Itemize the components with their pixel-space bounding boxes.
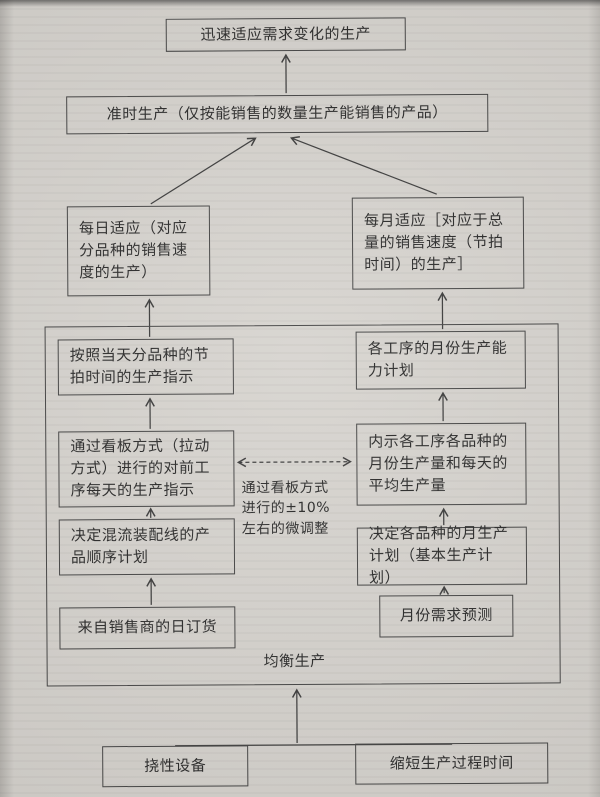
arrow-daily-to-jit	[150, 137, 257, 205]
box-sequence-plan: 决定混流装配线的产品顺序计划	[58, 518, 236, 576]
line-foundation-connector	[175, 743, 453, 747]
box-monthly-adaptation: 每月适应［对应于总量的销售速度（节拍时间）的生产］	[351, 196, 525, 290]
arrow-monthly-to-jit	[290, 136, 437, 195]
box-takt-instruction: 按照当天分品种的节拍时间的生产指示	[57, 338, 234, 396]
box-monthly-plan: 决定各品种的月生产计划（基本生产计划）	[356, 524, 528, 586]
label-leveled-production: 均衡生产	[263, 651, 326, 671]
note-kanban-adjustment: 通过看板方式进行的±10%左右的微调整	[241, 479, 331, 537]
box-demand-forecast: 月份需求预测	[379, 594, 514, 638]
box-capacity-plan: 各工序的月份生产能力计划	[355, 330, 526, 390]
box-kanban-instruction: 通过看板方式（拉动方式）进行的对前工序每天的生产指示	[58, 430, 235, 508]
box-daily-adaptation: 每日适应（对应分品种的销售速度的生产）	[66, 205, 211, 297]
box-shorten-lead-time: 缩短生产过程时间	[355, 742, 549, 785]
box-monthly-volume: 内示各工序各品种的月份生产量和每天的平均生产量	[356, 422, 527, 506]
box-rapid-adaptation: 迅速适应需求变化的生产	[165, 17, 406, 52]
arrow-kanban-adjust-dashed	[236, 456, 352, 468]
box-flexible-equipment: 挠性设备	[102, 745, 249, 788]
box-jit: 准时生产（仅按能销售的数量生产能销售的产品）	[66, 93, 489, 135]
box-dealer-orders: 来自销售商的日订货	[59, 606, 236, 650]
